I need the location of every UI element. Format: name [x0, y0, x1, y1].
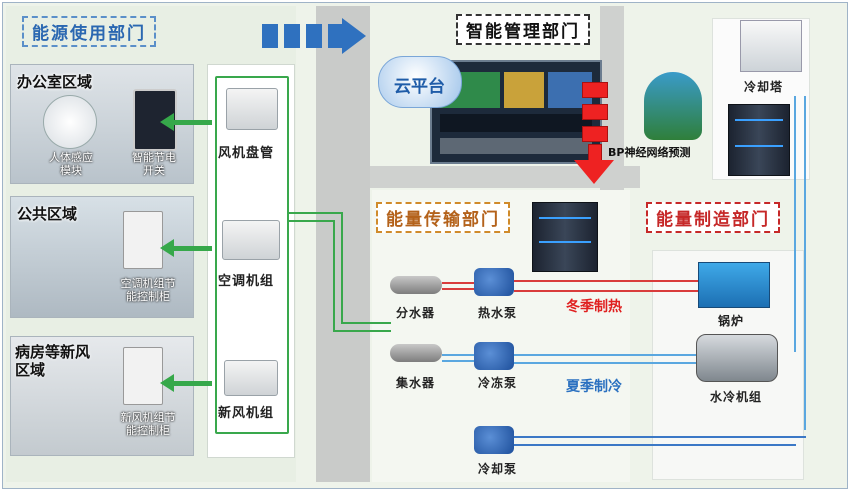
- red-signal-2: [582, 104, 608, 120]
- fresh-air-cabinet-label: 新风机组节 能控制柜: [120, 411, 176, 437]
- pipe-blue-2: [442, 360, 474, 362]
- tower-pipe-1: [794, 96, 796, 352]
- switch-label: 智能节电 开关: [132, 151, 176, 177]
- public-label: 公共区域: [17, 205, 78, 223]
- brain-icon: [644, 72, 702, 140]
- transport-title: 能量传输部门: [376, 202, 510, 233]
- sensor-label: 人体感应 模块: [49, 151, 93, 177]
- red-signal-3: [582, 126, 608, 142]
- cooling-tower-unit: [740, 20, 802, 72]
- ahu-cabinet-device: [123, 211, 163, 269]
- tower-label: 冷却塔: [744, 80, 784, 94]
- pipe-cooling-1: [514, 436, 806, 438]
- red-arrow-head-icon: [574, 160, 614, 184]
- fan-coil-label: 风机盘管: [218, 146, 275, 161]
- collector-header: [390, 344, 442, 362]
- fan-coil-unit: [226, 88, 278, 130]
- ahu-label: 空调机组: [218, 274, 275, 289]
- pipe-red-1: [442, 282, 474, 284]
- cooling-pump-label: 冷却泵: [478, 462, 518, 476]
- green-pipe-d: [333, 220, 335, 330]
- pipe-blue-1: [442, 354, 474, 356]
- chiller-unit: [696, 334, 778, 382]
- winter-label: 冬季制热: [566, 299, 622, 315]
- pipe-cooling-2: [514, 444, 796, 446]
- distributor-header: [390, 276, 442, 294]
- fresh-air-unit: [224, 360, 278, 396]
- equipment-outline: [215, 76, 289, 434]
- hot-water-pump: [474, 268, 514, 296]
- ahu-cabinet-label: 空调机组节 能控制柜: [120, 277, 176, 303]
- office-label: 办公室区域: [17, 73, 93, 91]
- collector-label: 集水器: [396, 376, 436, 390]
- energy-use-title: 能源使用部门: [22, 16, 156, 47]
- public-room: 公共区域 空调机组节 能控制柜: [10, 196, 194, 318]
- flow-arrows: [262, 18, 382, 54]
- control-cabinet-top: [728, 104, 790, 176]
- green-pipe-c: [287, 220, 333, 222]
- road-vertical: [316, 6, 370, 482]
- ward-label: 病房等新风 区域: [15, 343, 91, 379]
- fresh-air-cabinet-device: [123, 347, 163, 405]
- summer-label: 夏季制冷: [566, 379, 622, 395]
- pipe-red-4: [514, 290, 698, 292]
- pipe-blue-3: [514, 354, 698, 356]
- green-pipe-a: [287, 212, 341, 214]
- boiler-label: 锅炉: [718, 314, 745, 328]
- smart-mgmt-title: 智能管理部门: [456, 14, 590, 45]
- green-pipe-f: [333, 330, 391, 332]
- red-signal-1: [582, 82, 608, 98]
- office-room: 办公室区域 人体感应 模块 智能节电 开关: [10, 64, 194, 184]
- road-horizontal: [370, 166, 640, 188]
- fresh-air-label: 新风机组: [218, 406, 275, 421]
- tower-pipe-2: [804, 96, 806, 430]
- pipe-red-2: [442, 288, 474, 290]
- cloud-icon: [378, 56, 462, 108]
- chilled-water-pump: [474, 342, 514, 370]
- production-title: 能量制造部门: [646, 202, 780, 233]
- cooling-water-pump: [474, 426, 514, 454]
- distributor-label: 分水器: [396, 306, 436, 320]
- cloud-label: 云平台: [394, 77, 445, 97]
- boiler-unit: [698, 262, 770, 308]
- ahu-unit: [222, 220, 280, 260]
- chiller-label: 水冷机组: [710, 390, 763, 404]
- chilled-pump-label: 冷冻泵: [478, 376, 518, 390]
- ward-room: 病房等新风 区域 新风机组节 能控制柜: [10, 336, 194, 456]
- green-pipe-b: [341, 212, 343, 322]
- hot-pump-label: 热水泵: [478, 306, 518, 320]
- sensor-device: [43, 95, 97, 149]
- pipe-red-3: [514, 280, 698, 282]
- bp-label: BP神经网络预测: [608, 146, 691, 159]
- control-cabinet-mid: [532, 202, 598, 272]
- pipe-blue-4: [514, 362, 698, 364]
- green-pipe-e: [341, 322, 391, 324]
